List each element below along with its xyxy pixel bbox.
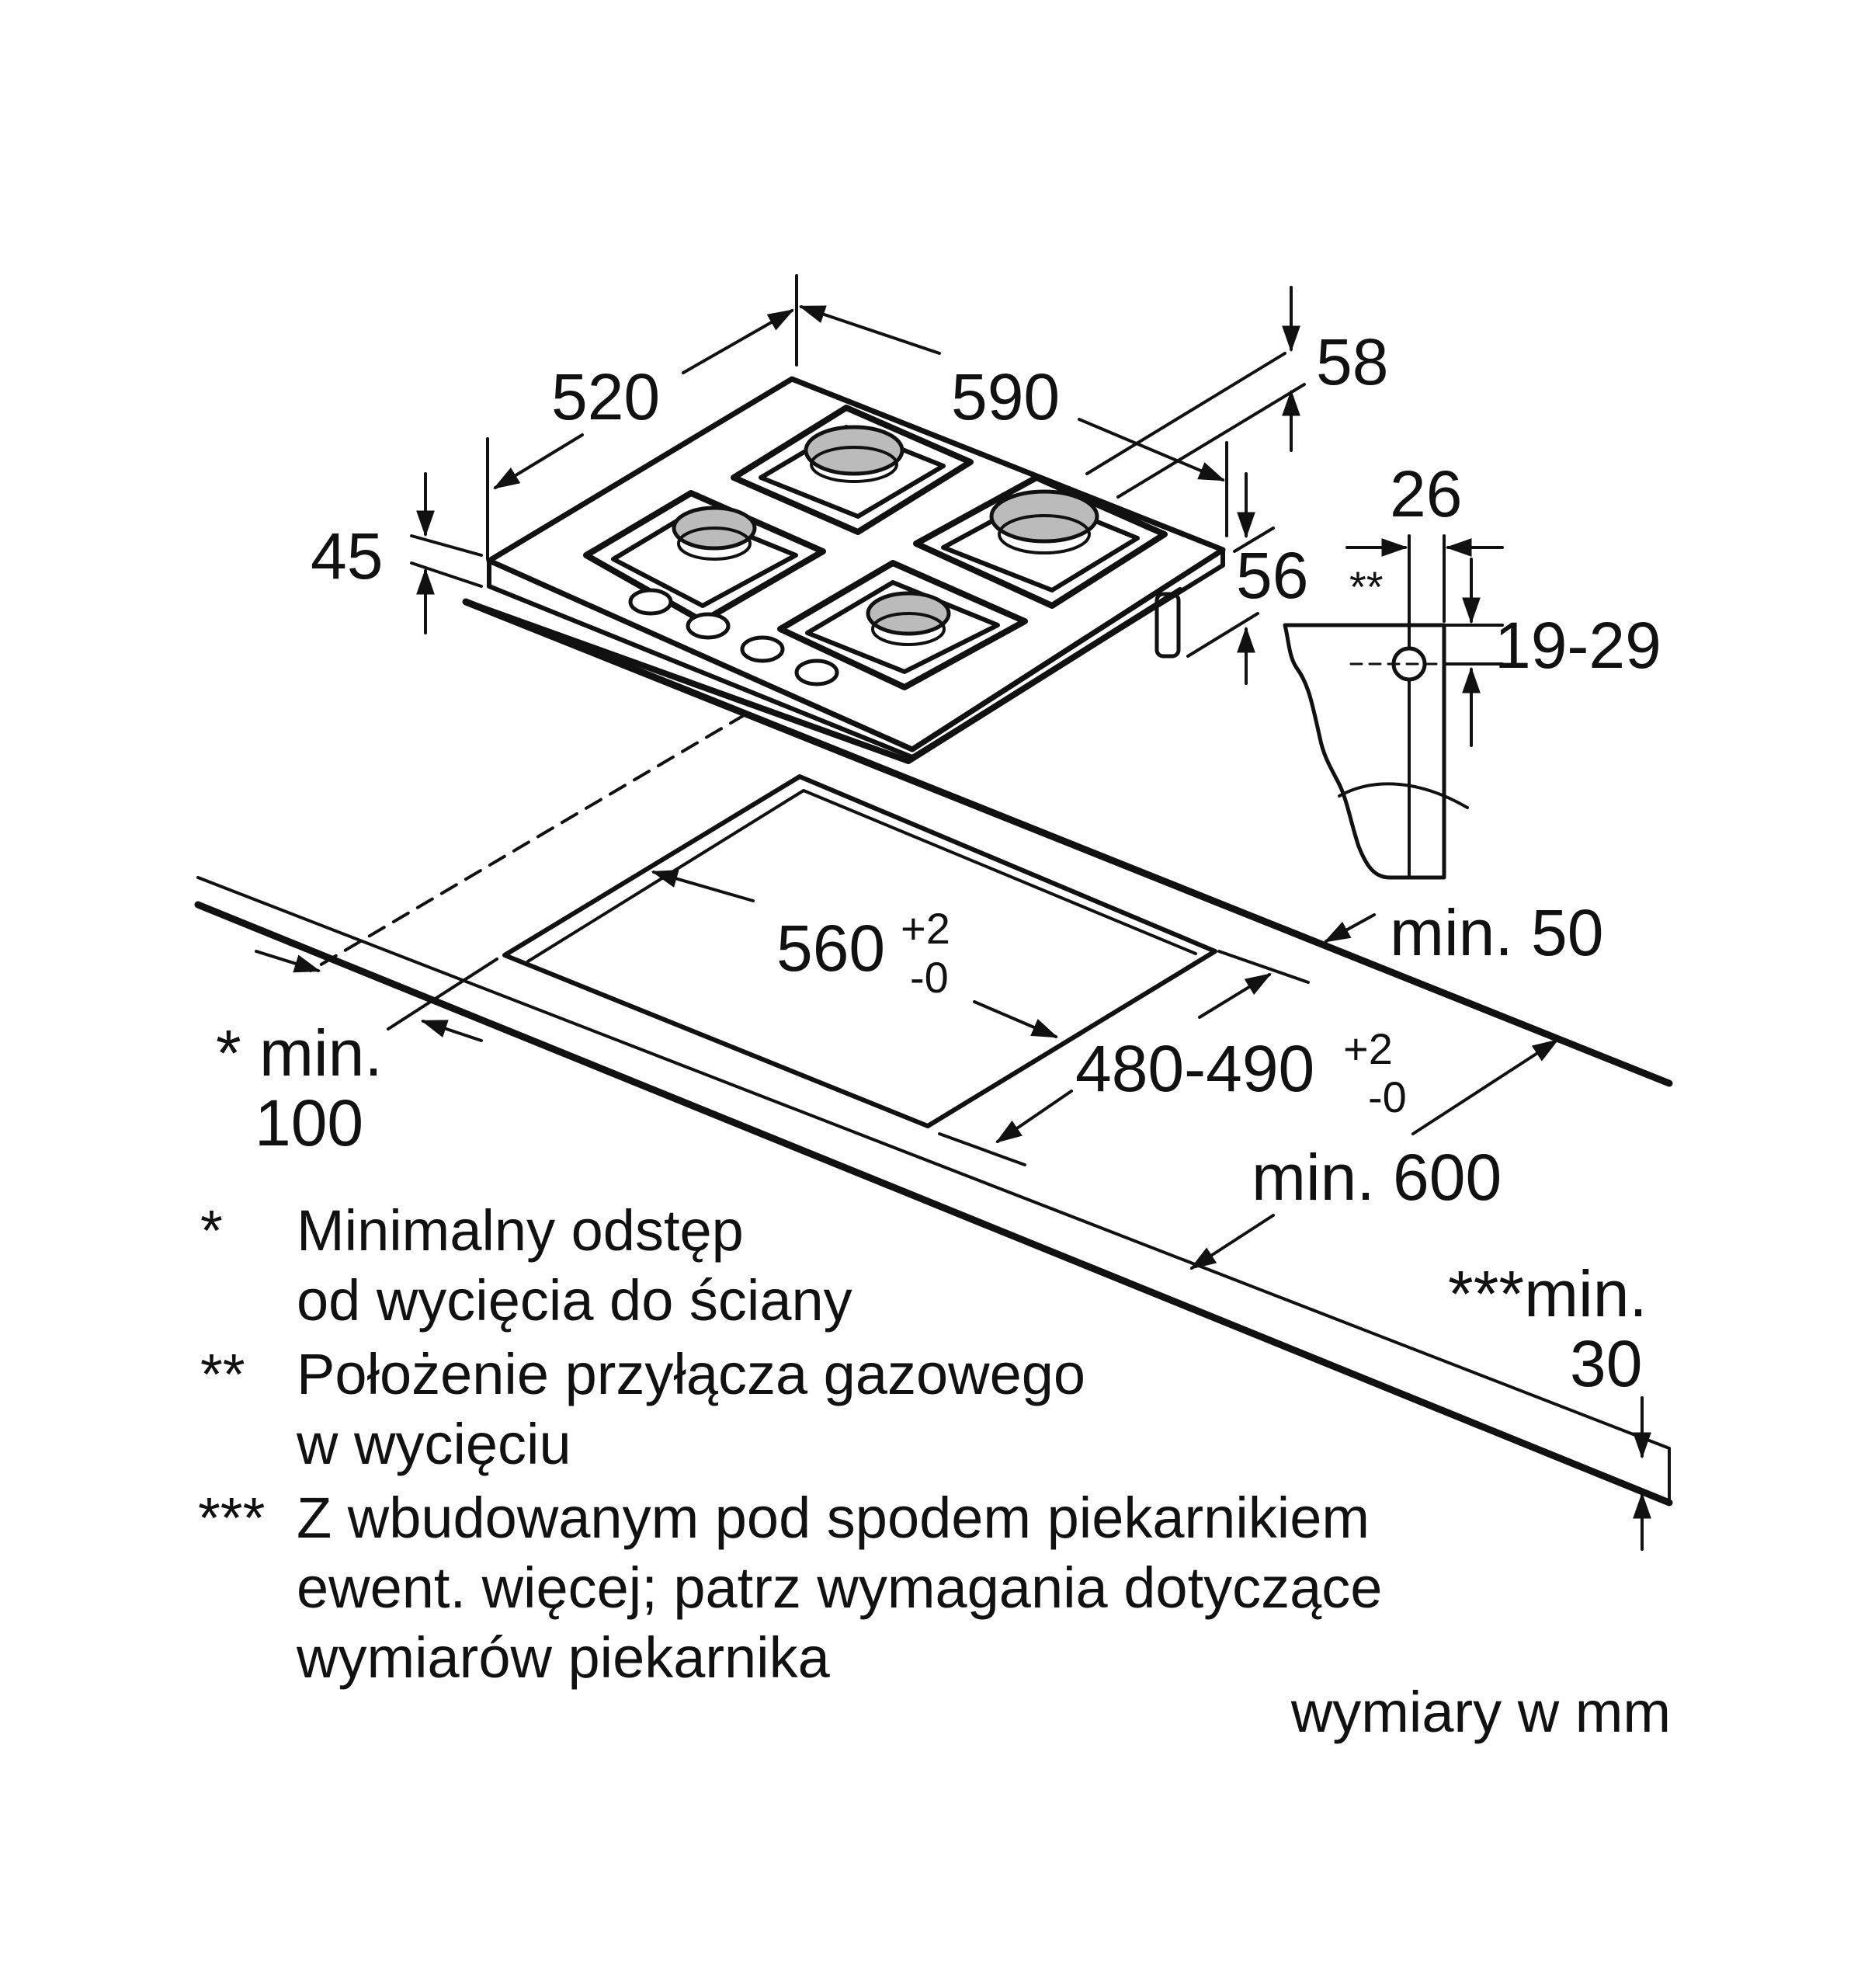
dim-19-29: 19-29: [1495, 609, 1661, 682]
dim-480-490-tol-plus: +2: [1343, 1024, 1393, 1073]
note-1-line-1: Minimalny odstęp: [297, 1198, 744, 1263]
dim-520: 520: [551, 360, 660, 433]
gas-connector-bracket: [1283, 623, 1469, 880]
dimension-lines: [255, 274, 1651, 1551]
worktop-cutout: [502, 774, 1217, 1128]
dim-min-50: min. 50: [1390, 896, 1603, 969]
units-label: wymiary w mm: [1290, 1680, 1671, 1744]
note-2-line-2: w wycięciu: [296, 1412, 571, 1476]
note-3-marker: ***: [198, 1486, 265, 1550]
note-2-marker: **: [200, 1342, 245, 1406]
control-knobs: [628, 588, 839, 686]
dim-min-100-line2: 100: [255, 1086, 363, 1159]
dim-560-tol-plus: +2: [901, 904, 950, 953]
dim-560: 560: [776, 912, 885, 985]
burner-front-right: [777, 560, 1028, 690]
note-1-marker: *: [200, 1198, 223, 1263]
dim-58: 58: [1316, 325, 1388, 398]
note-3-line-3: wymiarów piekarnika: [296, 1625, 831, 1690]
dim-560-tol-minus: -0: [910, 953, 949, 1002]
note-3-line-2: ewent. więcej; patrz wymagania dotyczące: [297, 1555, 1382, 1620]
dim-590: 590: [951, 360, 1060, 433]
gas-hob: [463, 376, 1226, 764]
dim-480-490-tol-minus: -0: [1368, 1072, 1407, 1121]
note-3-line-1: Z wbudowanym pod spodem piekarnikiem: [297, 1486, 1370, 1550]
worktop: [194, 598, 1673, 1507]
dim-min-30-line1: ***min.: [1448, 1257, 1648, 1330]
dim-26: 26: [1390, 457, 1462, 530]
alignment-dashed-line: [309, 713, 747, 972]
dim-45: 45: [311, 520, 383, 593]
note-1-line-2: od wycięcia do ściany: [297, 1268, 852, 1333]
notes: * Minimalny odstęp od wycięcia do ściany…: [198, 1198, 1382, 1690]
dim-56: 56: [1236, 539, 1308, 612]
dim-min-100-line1: * min.: [216, 1017, 383, 1090]
connector-marker: **: [1349, 562, 1384, 611]
note-2-line-1: Położenie przyłącza gazowego: [297, 1342, 1085, 1406]
dim-min-30-line2: 30: [1570, 1327, 1642, 1400]
burner-rear-right: [913, 474, 1168, 609]
dim-480-490: 480-490: [1075, 1032, 1314, 1105]
dim-min-600: min. 600: [1252, 1141, 1502, 1214]
burner-rear-left: [731, 405, 974, 535]
burner-front-left: [583, 490, 826, 624]
